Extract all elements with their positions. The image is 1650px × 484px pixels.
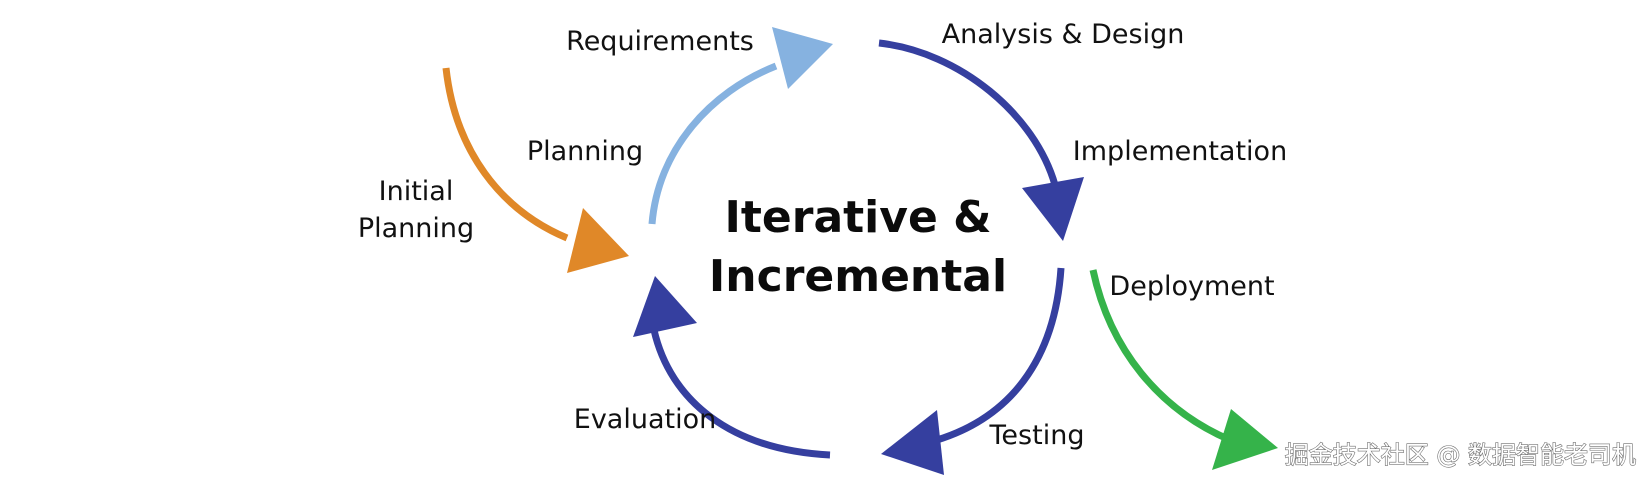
label-implementation: Implementation: [1073, 136, 1287, 167]
label-planning: Planning: [527, 136, 643, 167]
label-initial: Initial: [379, 176, 454, 207]
planning-arc: [648, 62, 778, 225]
center-title-line2: Incremental: [709, 251, 1007, 302]
watermark-text: 掘金技术社区 @ 数据智能老司机: [1285, 441, 1636, 469]
testing-arrowhead: [881, 410, 944, 475]
requirements-arrowhead: [772, 27, 833, 89]
evaluation-arrowhead: [633, 276, 697, 337]
label-requirements: Requirements: [566, 26, 754, 57]
label-initial-planning: Planning: [358, 213, 474, 244]
testing-arc: [929, 267, 1065, 446]
label-deployment: Deployment: [1109, 271, 1274, 302]
initial-planning-arrowhead: [567, 208, 629, 273]
center-title-line1: Iterative &: [725, 192, 992, 243]
implementation-arrowhead: [1022, 177, 1084, 241]
label-evaluation: Evaluation: [574, 404, 716, 435]
evaluation-arc: [650, 329, 831, 459]
label-testing: Testing: [989, 420, 1085, 451]
initial-planning-arrow-line: [442, 67, 569, 242]
deployment-arrow-line: [1089, 269, 1232, 444]
analysis-design-arc: [878, 39, 1059, 186]
label-analysis-design: Analysis & Design: [942, 19, 1185, 50]
deployment-arrowhead: [1212, 409, 1278, 470]
